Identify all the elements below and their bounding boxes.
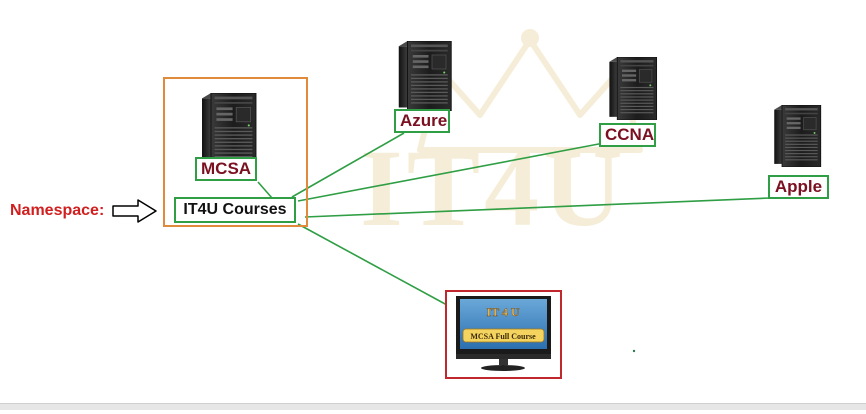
ccna-node-label: CCNA [599, 123, 656, 147]
azure-server-icon [398, 41, 452, 111]
stray-dot [632, 349, 636, 353]
monitor-icon: IT 4 U MCSA Full Course [456, 296, 551, 371]
namespace-caption: Namespace: [10, 202, 105, 219]
watermark-text: IT4U [360, 127, 627, 249]
connector-monitor [297, 223, 448, 306]
connector-azure [291, 132, 405, 198]
azure-node-label: Azure [394, 109, 450, 133]
apple-node-label: Apple [768, 175, 829, 199]
monitor-banner-text: MCSA Full Course [470, 332, 536, 341]
monitor-logo-text: IT 4 U [486, 305, 519, 319]
arrow-right-icon [112, 199, 157, 223]
connector-mcsa [257, 181, 273, 199]
ccna-server-icon [608, 57, 658, 120]
connectors [257, 132, 771, 306]
bottom-scrollbar[interactable] [0, 403, 866, 410]
apple-server-icon [773, 105, 822, 167]
connector-apple [304, 197, 771, 218]
connector-ccna [297, 142, 605, 202]
mcsa-server-icon [201, 93, 257, 165]
namespace-frame [163, 77, 308, 227]
root-node-label: IT4U Courses [174, 197, 296, 223]
mcsa-node-label: MCSA [195, 157, 257, 181]
